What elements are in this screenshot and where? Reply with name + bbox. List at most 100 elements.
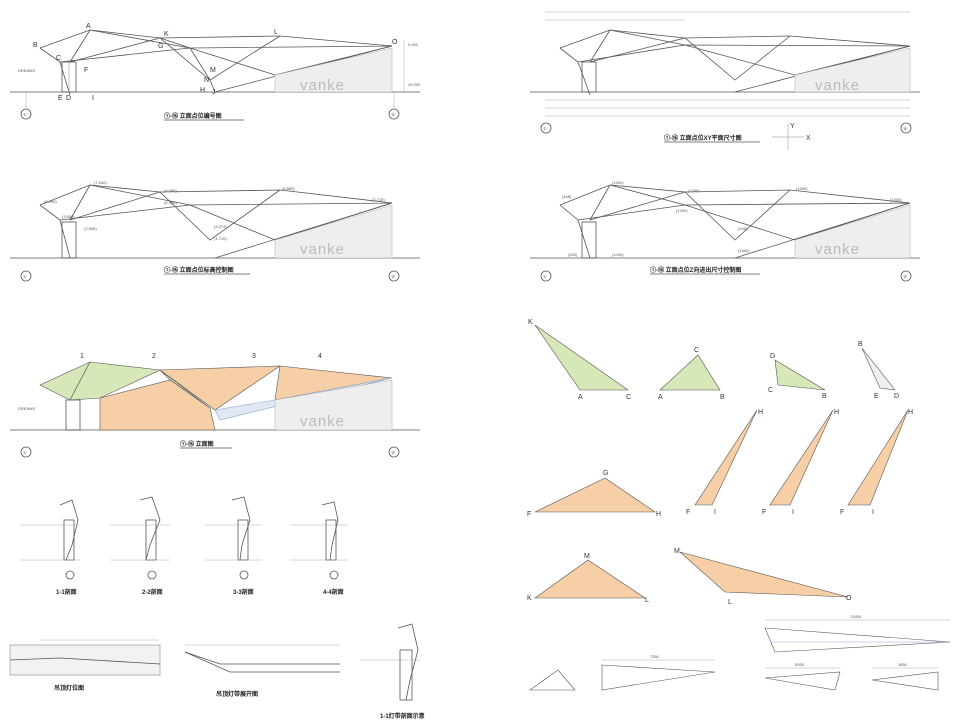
tri-GFH-F: F <box>527 511 531 518</box>
tri-MKL-M: M <box>584 553 590 560</box>
dreams-text: DREAMS <box>18 68 35 73</box>
label-A: A <box>86 23 91 30</box>
z-A: (1300) <box>612 180 624 185</box>
triangle-MKL <box>534 559 646 599</box>
grid-right-3: ⑯ <box>391 273 395 279</box>
grid-left-4: ① <box>543 274 547 279</box>
label-E: E <box>58 95 63 102</box>
label-L: L <box>274 29 278 36</box>
section-mark-1: 1 <box>80 353 84 360</box>
tri-CAB-B: B <box>720 394 725 401</box>
grid-right-2: ⑯ <box>903 125 907 131</box>
caption-p1: ①-⑯ 立面点位编号图 <box>164 112 222 120</box>
axis-x-label: X <box>806 135 811 142</box>
caption-b3: 1-1灯带剖面示意 <box>380 712 425 720</box>
label-O: O <box>392 39 398 46</box>
tri-HFI2-I: I <box>792 509 794 516</box>
tri-HFI3-H: H <box>908 409 913 416</box>
brand-text-2: vanke <box>815 77 860 94</box>
elev-E: (3.650) <box>62 214 75 219</box>
label-G: G <box>158 43 163 50</box>
grid-right-5: ⑯ <box>391 449 395 455</box>
caption-p5: ①-⑯ 立面图 <box>180 440 214 448</box>
triangle-CAB <box>659 354 721 391</box>
elev-C: (5.368) <box>164 200 177 205</box>
triangle-HFI-2 <box>769 409 834 506</box>
z-M: (240) <box>738 226 748 231</box>
elev-O: (3.715) <box>372 197 385 202</box>
label-H: H <box>200 87 205 94</box>
brand-text: vanke <box>300 77 345 94</box>
panel-elevation-colored: vanke DREAMS 1 2 3 4 ① ⑯ ①-⑯ 立面图 <box>10 353 420 458</box>
tri-DCB-B: B <box>822 393 827 400</box>
triangle-DCB <box>774 359 826 391</box>
triangle-MLO <box>679 551 849 598</box>
strip-dim-1: 13450 <box>850 614 862 619</box>
panel-strip-section: 1-1灯带剖面示意 <box>360 623 425 720</box>
panel-strip-dims: 13450 7350 5955 3650 <box>529 614 951 691</box>
triangle-KAC <box>534 324 629 391</box>
tri-GFH-H: H <box>656 511 661 518</box>
caption-s4: 4-4剖面 <box>323 588 344 596</box>
label-N: N <box>204 77 209 84</box>
tri-HFI2-H: H <box>834 409 839 416</box>
panel-xy-dimensions: vanke ① ⑯ ①-⑯ 立面点位XY平面尺寸图 Y X <box>530 11 920 150</box>
label-F: F <box>84 67 88 74</box>
tri-BED-B: B <box>858 341 863 348</box>
caption-p2: ①-⑯ 立面点位XY平面尺寸图 <box>664 134 742 142</box>
z-E: (200) <box>568 252 578 257</box>
level-mark-2: ±0.000 <box>408 82 421 87</box>
caption-s1: 1-1剖面 <box>56 588 77 596</box>
z-C: (1300) <box>676 208 688 213</box>
caption-s2: 2-2剖面 <box>142 588 163 596</box>
tri-CAB-C: C <box>694 347 699 354</box>
section-2: 2-2剖面 <box>110 496 170 596</box>
tri-MLO-O: O <box>846 595 852 602</box>
label-K: K <box>164 31 169 38</box>
grid-left-2: ① <box>543 126 547 131</box>
panel-elevation-control: vanke (7.640) (5.490) (6.880) (6.885) (3… <box>10 180 420 282</box>
caption-p4: ①-⑯ 立面点位Z向进出尺寸控制图 <box>650 266 741 274</box>
label-C: C <box>56 55 61 62</box>
grid-left-1: ① <box>23 112 27 117</box>
tri-HFI3-I: I <box>872 509 874 516</box>
brand-text-5: vanke <box>300 413 345 430</box>
label-M: M <box>210 67 216 74</box>
tri-MLO-M: M <box>674 548 680 555</box>
z-F: (1200) <box>612 252 624 257</box>
caption-s3: 3-3剖面 <box>233 588 254 596</box>
grid-left-3: ① <box>23 274 27 279</box>
tri-MLO-L: L <box>728 599 732 606</box>
panel-point-numbering: vanke DREAMS A B C O K L G M N F E D I J… <box>10 23 421 121</box>
section-mark-4: 4 <box>318 353 322 360</box>
tri-DCB-C: C <box>768 387 773 394</box>
section-mark-3: 3 <box>252 353 256 360</box>
caption-b2: 吊顶灯带展开图 <box>216 690 258 698</box>
elev-K: (6.880) <box>164 188 177 193</box>
elev-A: (7.640) <box>94 180 107 185</box>
panel-sections: 1-1剖面 2-2剖面 3-3剖面 4-4剖面 <box>20 496 348 596</box>
tri-KAC-C: C <box>626 394 631 401</box>
elev-N: (1.710) <box>214 236 227 241</box>
z-L: (1300) <box>796 186 808 191</box>
tri-GFH-G: G <box>603 470 608 477</box>
level-mark-1: 9.450 <box>408 42 419 47</box>
elev-F: (2.608) <box>84 226 97 231</box>
grid-left-5: ① <box>23 450 27 455</box>
panel-triangles: K A C C A B D C B B E D H F I H F I H F … <box>527 319 913 606</box>
tri-BED-E: E <box>874 393 879 400</box>
tri-HFI3-F: F <box>840 509 844 516</box>
tri-MKL-L: L <box>645 597 649 604</box>
elev-M: (3.274) <box>214 224 227 229</box>
tri-CAB-A: A <box>658 394 663 401</box>
z-K: (1300) <box>688 188 700 193</box>
grid-right-4: ⑯ <box>903 273 907 279</box>
z-O: (1300) <box>890 197 902 202</box>
caption-b1: 吊顶灯位图 <box>54 684 84 692</box>
elev-B: (5.490) <box>44 199 57 204</box>
strip-dim-3: 5955 <box>795 662 805 667</box>
brand-text-4: vanke <box>815 241 860 258</box>
tri-DCB-D: D <box>770 353 775 360</box>
section-1: 1-1剖面 <box>20 499 80 596</box>
